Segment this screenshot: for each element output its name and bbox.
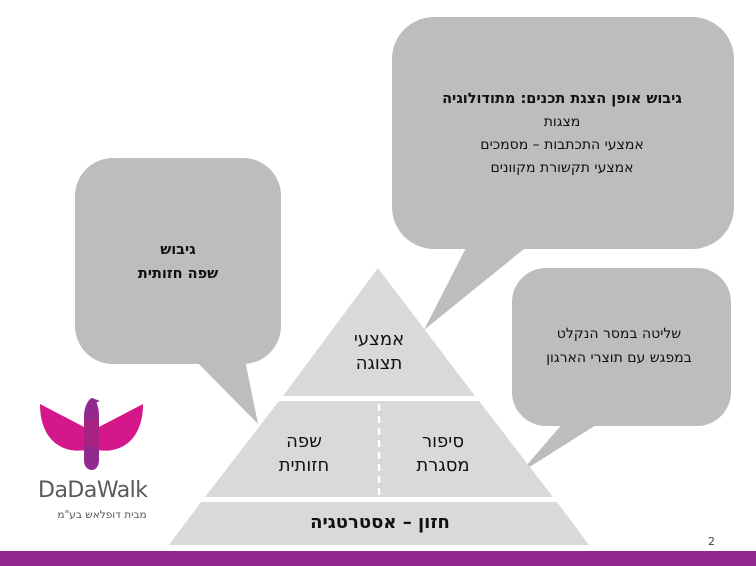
logo-name: DaDaWalk: [38, 478, 148, 503]
callout-left-line-1: גיבוש: [160, 242, 196, 258]
callout-left-line-2: שפה חזותית: [137, 266, 219, 282]
page-number: 2: [708, 535, 715, 548]
pyramid-middle-right-label: סיפור מסגרת: [388, 430, 498, 478]
callout-bubble-right: [512, 268, 731, 473]
pyramid-bottom-tier: [169, 502, 589, 545]
pyramid-middle-tier: [205, 401, 553, 497]
callout-left-text: גיבוש שפה חזותית: [88, 238, 268, 286]
dadawalk-bird-icon: [40, 398, 143, 470]
callout-top-line-1: מצגות: [543, 114, 581, 130]
callout-right-text: שליטה במסר הנקלט במפגש עם תוצרי הארגון: [516, 322, 722, 370]
callout-top-line-2: אמצעי התכתבות – מסמכים: [480, 137, 644, 153]
callout-top-line-3: אמצעי תקשורת מקוונים: [490, 160, 634, 176]
callout-bubble-top: [392, 17, 734, 330]
pyramid-middle-left-line-2: חזותית: [278, 455, 330, 476]
pyramid-top-line-1: אמצעי: [353, 329, 405, 350]
pyramid-bottom-label: חזון – אסטרטגיה: [310, 512, 450, 533]
pyramid-top-label: אמצעי תצוגה: [320, 328, 438, 376]
pyramid-middle-right-line-1: סיפור: [421, 431, 464, 452]
pyramid-middle-right-line-2: מסגרת: [416, 455, 470, 476]
pyramid: [169, 268, 589, 545]
pyramid-middle-left-line-1: שפה: [286, 431, 322, 452]
pyramid-top-tier: [283, 268, 475, 396]
footer-bar: [0, 551, 756, 566]
callout-top-text: גיבוש אופן הצגת תכנים: מתודולוגיה מצגות …: [402, 88, 722, 180]
callout-right-line-1: שליטה במסר הנקלט: [556, 326, 682, 342]
logo-tagline: מבית דופלאש בע"מ: [57, 509, 147, 521]
callout-right-line-2: במפגש עם תוצרי הארגון: [546, 350, 692, 366]
callout-bubble-left: [75, 158, 281, 424]
pyramid-middle-left-label: שפה חזותית: [254, 430, 354, 478]
pyramid-top-line-2: תצוגה: [355, 353, 403, 374]
callout-top-title: גיבוש אופן הצגת תכנים: מתודולוגיה: [442, 91, 682, 107]
